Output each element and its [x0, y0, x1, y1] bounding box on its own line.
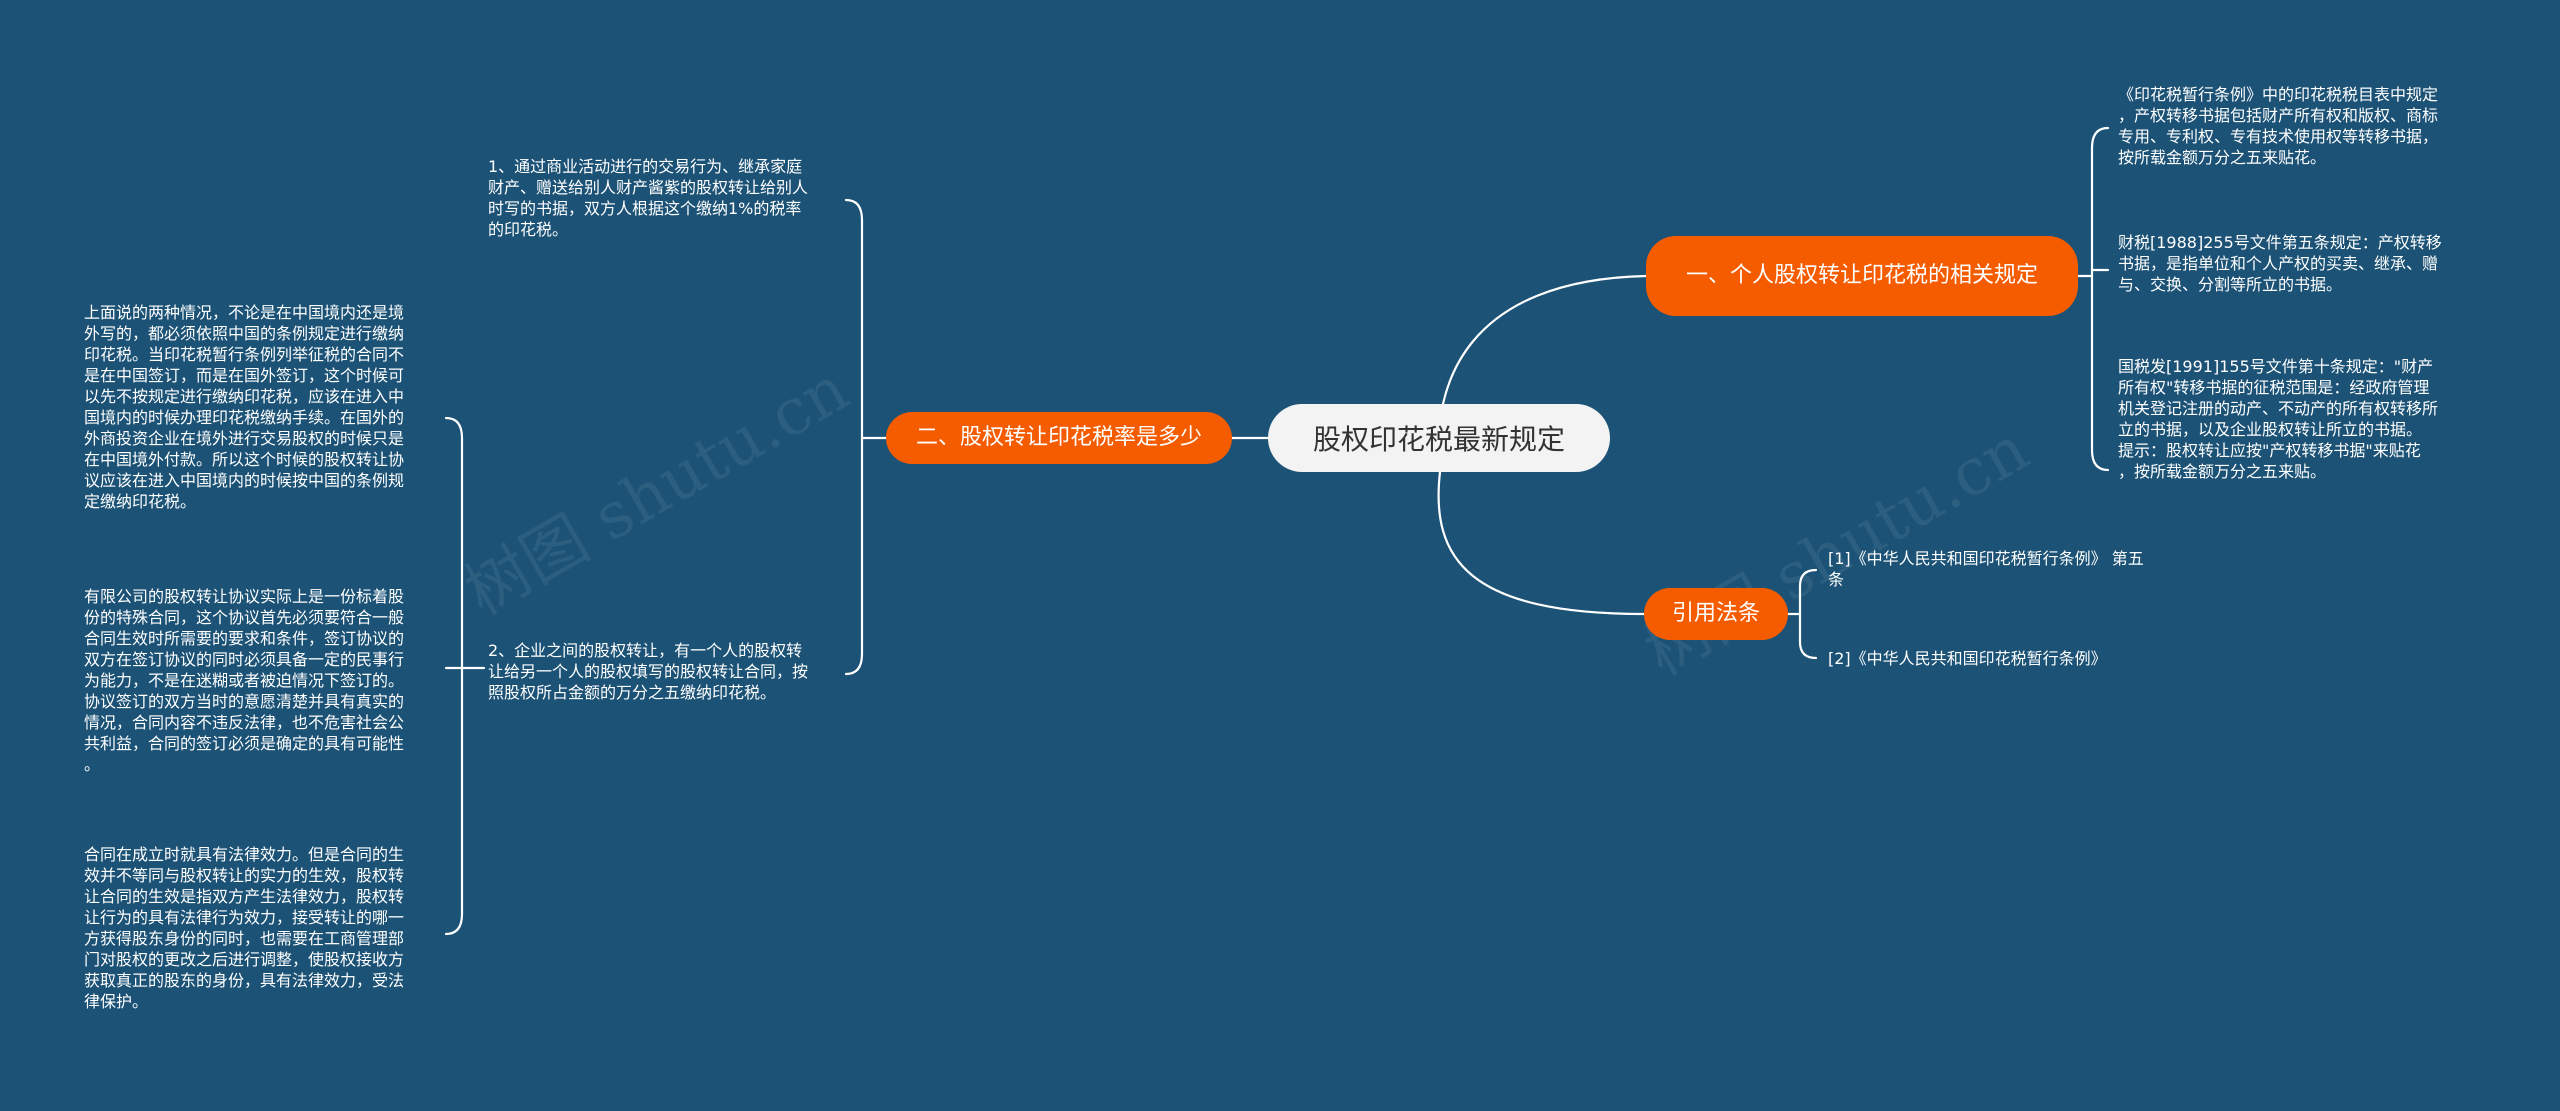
branch-tax-rate[interactable]: 二、股权转让印花税率是多少 [886, 412, 1232, 464]
branch-personal-regulation[interactable]: 一、个人股权转让印花税的相关规定 [1646, 236, 2078, 316]
link-root-b3 [1437, 470, 1646, 616]
leaf-citation-1[interactable]: [1]《中华人民共和国印花税暂行条例》 第五 条 [1828, 549, 2144, 589]
leaf-rate-2[interactable]: 2、企业之间的股权转让，有一个人的股权转 让给另一个人的股权填写的股权转让合同，… [488, 641, 809, 702]
bracket-b3 [1798, 568, 1818, 660]
bracket-b2 [844, 198, 864, 676]
branch-label: 引用法条 [1671, 601, 1760, 626]
leaf-legal-effect[interactable]: 合同在成立时就具有法律效力。但是合同的生 效并不等同与股权转让的实力的生效，股权… [84, 845, 405, 1011]
leaf-caishui-255[interactable]: 财税[1988]255号文件第五条规定：产权转移 书据，是指单位和个人产权的买卖… [2118, 233, 2442, 294]
leaf-citation-2[interactable]: [2]《中华人民共和国印花税暂行条例》 [1828, 649, 2107, 668]
bracket-b1 [2090, 126, 2110, 472]
leaf-domestic-foreign[interactable]: 上面说的两种情况，不论是在中国境内还是境 外写的，都必须依照中国的条例规定进行缴… [84, 303, 405, 511]
bracket-l1 [444, 416, 464, 936]
leaf-agreement-validity[interactable]: 有限公司的股权转让协议实际上是一份标着股 份的特殊合同，这个协议首先必须要符合一… [84, 587, 405, 774]
branch-cited-law[interactable]: 引用法条 [1644, 588, 1788, 640]
leaf-rate-1[interactable]: 1、通过商业活动进行的交易行为、继承家庭 财产、赠送给别人财产酱紫的股权转让给别… [488, 157, 809, 239]
branch-label: 二、股权转让印花税率是多少 [915, 425, 1202, 450]
root-node[interactable]: 股权印花税最新规定 [1268, 404, 1610, 472]
leaf-stamp-tax-regulation[interactable]: 《印花税暂行条例》中的印花税税目表中规定 ，产权转移书据包括财产所有权和版权、商… [2118, 85, 2439, 167]
root-label: 股权印花税最新规定 [1312, 423, 1565, 456]
branch-label: 一、个人股权转让印花税的相关规定 [1686, 263, 2039, 288]
leaf-guoshuifa-155[interactable]: 国税发[1991]155号文件第十条规定："财产 所有权"转移书据的征税范围是：… [2118, 357, 2439, 481]
